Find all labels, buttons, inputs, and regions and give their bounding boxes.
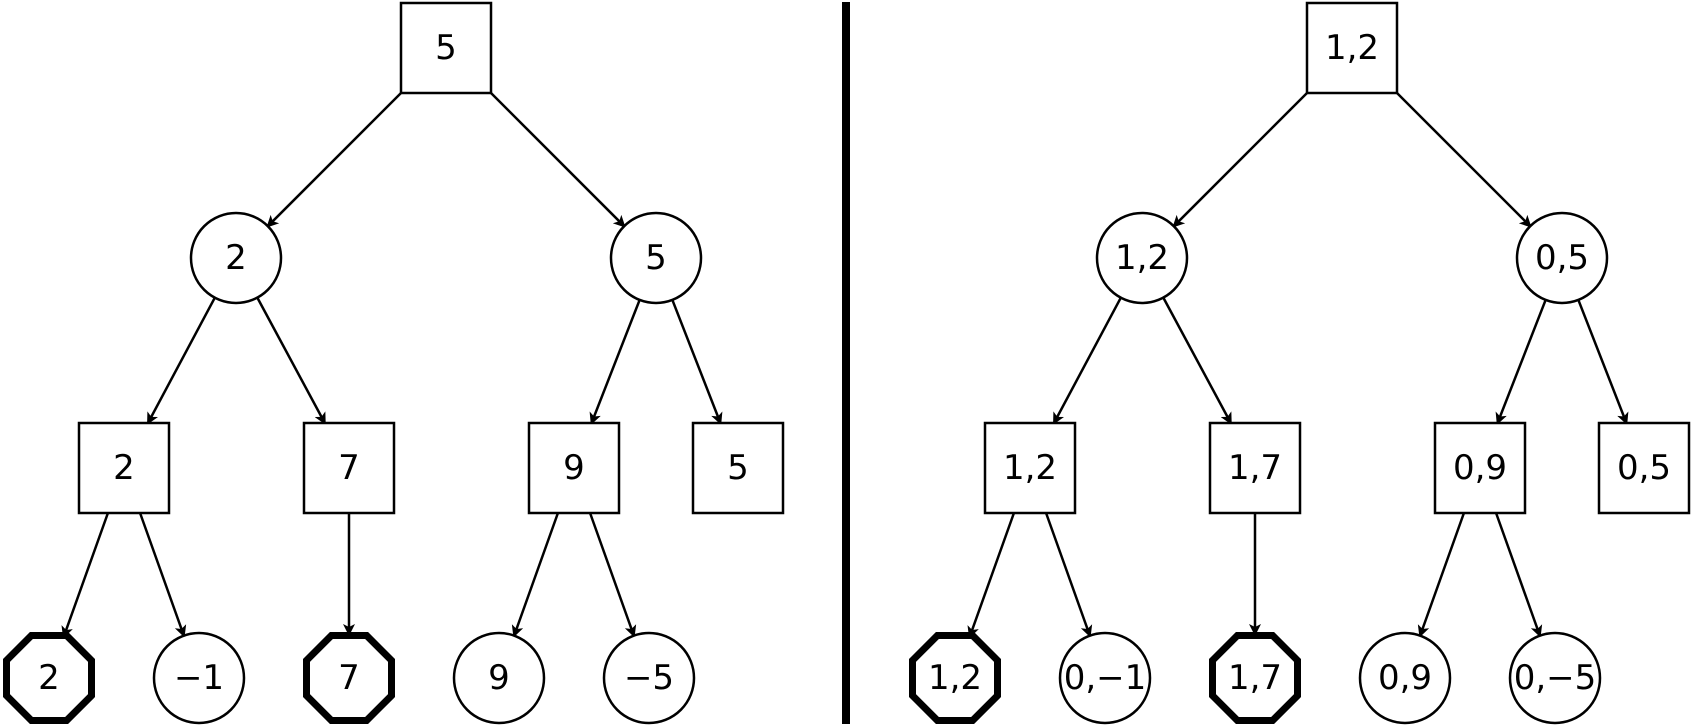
node-label: 0,5: [1535, 238, 1589, 278]
left-tree-edge-a3-a8: [138, 512, 187, 638]
node-label: 2: [225, 238, 247, 278]
edges-layer: [61, 92, 1629, 639]
node-label: 9: [488, 658, 510, 698]
right-tree-edge-b2-b5: [1495, 299, 1547, 425]
left-tree-edge-a5-a10: [511, 512, 560, 638]
node-label: 0,−5: [1514, 658, 1597, 698]
square-shape: [77, 421, 171, 515]
left-tree-node-circle: −1: [152, 631, 246, 725]
square-shape: [1305, 1, 1399, 95]
node-label: 0,5: [1617, 448, 1671, 488]
square-shape: [1208, 421, 1302, 515]
node-label: 0,−1: [1064, 658, 1147, 698]
node-label: 7: [338, 658, 360, 698]
left-tree-node-square: 7: [302, 421, 396, 515]
right-tree-node-square: 1,7: [1208, 421, 1302, 515]
square-shape: [302, 421, 396, 515]
left-tree-node-circle: 5: [609, 211, 703, 305]
right-tree-node-square: 1,2: [1305, 1, 1399, 95]
node-label: 1,2: [1115, 238, 1169, 278]
square-shape: [1597, 421, 1691, 515]
right-tree-edge-b0-b2: [1396, 92, 1532, 228]
right-tree-node-circle: 1,2: [1095, 211, 1189, 305]
left-tree-node-circle: 9: [452, 631, 546, 725]
node-label: 5: [645, 238, 667, 278]
node-label: 2: [113, 448, 135, 488]
right-tree-node-square: 0,5: [1597, 421, 1691, 515]
circle-shape: [1095, 211, 1189, 305]
left-tree-node-square: 9: [527, 421, 621, 515]
left-tree-node-circle: −5: [602, 631, 696, 725]
right-tree-edge-b5-b11: [1494, 512, 1543, 638]
octagon-shape: [909, 632, 1001, 724]
left-tree-node-octagon: 7: [303, 632, 395, 724]
right-tree-edge-b1-b3: [1052, 297, 1122, 425]
right-tree-node-octagon: 1,2: [909, 632, 1001, 724]
node-label: 1,7: [1228, 658, 1282, 698]
right-tree-node-square: 1,2: [983, 421, 1077, 515]
right-tree-edge-b5-b10: [1417, 512, 1466, 638]
circle-shape: [152, 631, 246, 725]
left-tree-node-square: 2: [77, 421, 171, 515]
left-tree-edge-a5-a11: [588, 512, 637, 638]
square-shape: [399, 1, 493, 95]
right-tree-node-circle: 0,5: [1515, 211, 1609, 305]
circle-shape: [602, 631, 696, 725]
nodes-layer: 5 2 5 2 7 9 5 2 −1 7 9 −5 1,2 1,2 0,5 1,2 1,7 0,9 0,5 1,2 0,…: [3, 1, 1691, 725]
right-tree-edge-b0-b1: [1172, 92, 1308, 228]
right-tree-node-circle: 0,9: [1358, 631, 1452, 725]
octagon-shape: [1209, 632, 1301, 724]
right-tree-node-square: 0,9: [1433, 421, 1527, 515]
node-label: 0,9: [1378, 658, 1432, 698]
octagon-shape: [3, 632, 95, 724]
left-tree-edge-a3-a7: [61, 512, 110, 639]
right-tree-edge-b3-b8: [1044, 512, 1093, 638]
node-label: 1,2: [928, 658, 982, 698]
node-label: 1,2: [1325, 28, 1379, 68]
node-label: 1,7: [1228, 448, 1282, 488]
right-tree-node-octagon: 1,7: [1209, 632, 1301, 724]
node-label: 9: [563, 448, 585, 488]
circle-shape: [1358, 631, 1452, 725]
square-shape: [527, 421, 621, 515]
right-tree-edge-b2-b6: [1577, 299, 1629, 425]
node-label: 0,9: [1453, 448, 1507, 488]
circle-shape: [1508, 631, 1602, 725]
node-label: −5: [624, 658, 674, 698]
left-tree-node-square: 5: [399, 1, 493, 95]
circle-shape: [1058, 631, 1152, 725]
left-tree-edge-a0-a1: [266, 92, 402, 228]
left-tree-node-circle: 2: [189, 211, 283, 305]
square-shape: [983, 421, 1077, 515]
right-tree-edge-b3-b7: [967, 512, 1016, 639]
circle-shape: [452, 631, 546, 725]
node-label: 7: [338, 448, 360, 488]
left-tree-node-octagon: 2: [3, 632, 95, 724]
left-tree-edge-a0-a2: [490, 92, 626, 228]
octagon-shape: [303, 632, 395, 724]
square-shape: [691, 421, 785, 515]
square-shape: [1433, 421, 1527, 515]
node-label: 5: [435, 28, 457, 68]
left-tree-edge-a2-a6: [671, 299, 723, 425]
left-tree-edge-a2-a5: [589, 299, 641, 425]
node-label: 1,2: [1003, 448, 1057, 488]
right-tree-node-circle: 0,−1: [1058, 631, 1152, 725]
right-tree-node-circle: 0,−5: [1508, 631, 1602, 725]
node-label: 5: [727, 448, 749, 488]
circle-shape: [609, 211, 703, 305]
circle-shape: [1515, 211, 1609, 305]
left-tree-node-square: 5: [691, 421, 785, 515]
right-tree-edge-b1-b4: [1162, 297, 1232, 425]
circle-shape: [189, 211, 283, 305]
node-label: 2: [38, 658, 60, 698]
left-tree-edge-a1-a4: [256, 297, 326, 425]
node-label: −1: [174, 658, 224, 698]
left-tree-edge-a1-a3: [146, 297, 216, 425]
